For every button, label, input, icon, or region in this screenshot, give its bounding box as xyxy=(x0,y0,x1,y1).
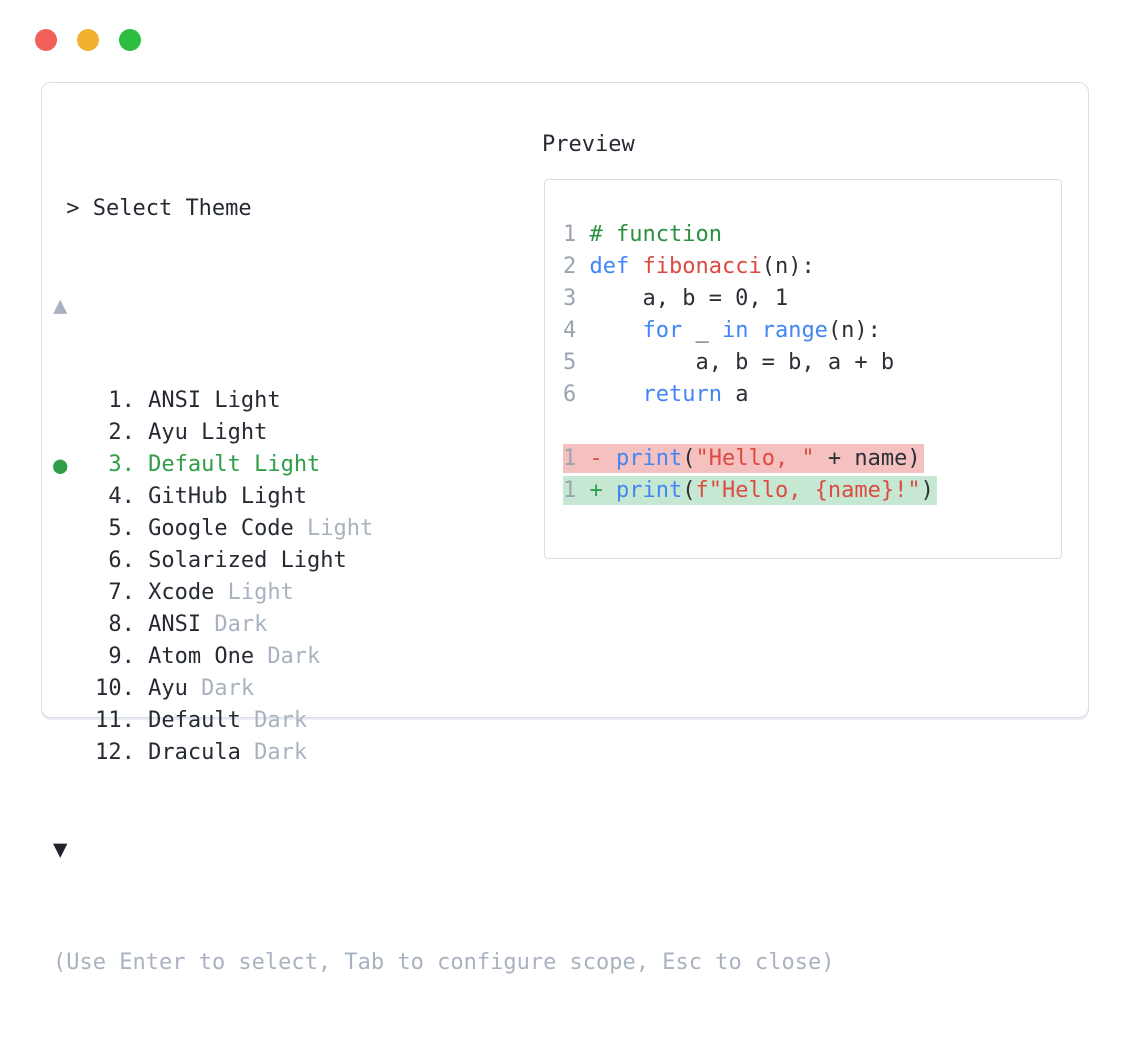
item-number: 1. xyxy=(108,388,135,413)
code-line: 3 a, b = 0, 1 xyxy=(563,285,789,311)
preview-title: Preview xyxy=(542,132,635,157)
line-number: 6 xyxy=(563,381,577,407)
minimize-button[interactable] xyxy=(77,29,99,51)
line-number: 2 xyxy=(563,253,577,279)
item-number: 11. xyxy=(95,708,135,733)
scroll-up-icon[interactable]: ▲ xyxy=(53,291,68,319)
code-line: 6 return a xyxy=(563,381,749,407)
item-number: 8. xyxy=(108,612,135,637)
item-number: 2. xyxy=(108,420,135,445)
window-controls xyxy=(35,29,141,51)
line-number: 1 xyxy=(563,477,577,503)
line-number: 4 xyxy=(563,317,577,343)
item-variant: Dark xyxy=(267,644,321,669)
select-theme-prompt: > Select Theme xyxy=(66,196,252,221)
code-line xyxy=(563,410,1061,442)
item-name: ANSI xyxy=(134,612,215,637)
scroll-down-icon[interactable]: ▼ xyxy=(53,835,68,863)
item-variant: Dark xyxy=(214,612,268,637)
item-name: ANSI xyxy=(134,388,215,413)
item-name: Ayu xyxy=(134,420,202,445)
theme-item[interactable]: 2. Ayu Light xyxy=(53,417,541,449)
selected-dot-icon xyxy=(53,737,82,769)
item-variant: Dark xyxy=(254,740,308,765)
item-variant: Light xyxy=(227,580,294,605)
item-number: 12. xyxy=(95,740,135,765)
theme-item[interactable]: 1. ANSI Light xyxy=(53,385,541,417)
item-name: Solarized xyxy=(134,548,281,573)
selected-dot-icon xyxy=(53,705,82,737)
item-number: 6. xyxy=(108,548,135,573)
item-name: Google Code xyxy=(134,516,308,541)
selected-dot-icon xyxy=(53,673,82,705)
theme-list: 1. ANSI Light 2. Ayu Light●3. Default Li… xyxy=(53,385,541,769)
code-line: 1# function xyxy=(563,221,722,247)
item-variant: Light xyxy=(240,484,308,509)
theme-item[interactable]: 6. Solarized Light xyxy=(53,545,541,577)
selected-dot-icon xyxy=(53,513,82,545)
line-number: 3 xyxy=(563,285,577,311)
line-number: 5 xyxy=(563,349,577,375)
selected-dot-icon xyxy=(53,609,82,641)
theme-item[interactable]: 9. Atom One Dark xyxy=(53,641,541,673)
item-number: 7. xyxy=(108,580,135,605)
selected-dot-icon xyxy=(53,481,82,513)
item-variant: Light xyxy=(280,548,347,573)
item-variant: Light xyxy=(201,420,268,445)
zoom-button[interactable] xyxy=(119,29,141,51)
theme-item[interactable]: 8. ANSI Dark xyxy=(53,609,541,641)
item-name: Atom One xyxy=(134,644,268,669)
item-number: 9. xyxy=(108,644,135,669)
selected-dot-icon xyxy=(53,385,82,417)
item-name: Xcode xyxy=(134,580,228,605)
code-line: 4 for _ in range(n): xyxy=(563,317,881,343)
item-variant: Dark xyxy=(254,708,308,733)
removed-line: 1- print("Hello, " + name) xyxy=(563,442,1061,474)
item-variant: Dark xyxy=(201,676,255,701)
item-variant: Light xyxy=(307,516,374,541)
item-number: 5. xyxy=(108,516,135,541)
theme-item[interactable]: 4. GitHub Light xyxy=(53,481,541,513)
item-name: Dracula xyxy=(134,740,255,765)
theme-item[interactable]: 12. Dracula Dark xyxy=(53,737,541,769)
theme-item[interactable]: 5. Google Code Light xyxy=(53,513,541,545)
item-name: GitHub xyxy=(134,484,241,509)
selected-dot-icon: ● xyxy=(53,451,68,479)
item-name: Ayu xyxy=(134,676,202,701)
item-number: 4. xyxy=(108,484,135,509)
theme-item[interactable]: ● 3. Default Light xyxy=(53,449,541,481)
theme-item[interactable]: 10. Ayu Dark xyxy=(53,673,541,705)
item-variant: Light xyxy=(214,388,281,413)
item-variant: Light xyxy=(254,452,321,477)
close-button[interactable] xyxy=(35,29,57,51)
help-text: (Use Enter to select, Tab to configure s… xyxy=(53,950,835,975)
theme-picker: > Select Theme ▲ 1. ANSI Light 2. Ayu Li… xyxy=(53,129,835,1043)
selected-dot-icon xyxy=(53,641,82,673)
line-number: 1 xyxy=(563,221,577,247)
selected-dot-icon xyxy=(53,577,82,609)
item-number: 3. xyxy=(108,452,135,477)
theme-picker-panel: > Select Theme ▲ 1. ANSI Light 2. Ayu Li… xyxy=(41,82,1089,975)
theme-item[interactable]: 11. Default Dark xyxy=(53,705,541,737)
code-line: 5 a, b = b, a + b xyxy=(563,349,895,375)
added-line: 1+ print(f"Hello, {name}!") xyxy=(563,474,1061,506)
item-number: 10. xyxy=(95,676,135,701)
selected-dot-icon xyxy=(53,417,82,449)
item-name: Default xyxy=(134,708,255,733)
line-number: 1 xyxy=(563,445,577,471)
item-name: Default xyxy=(134,452,255,477)
theme-item[interactable]: 7. Xcode Light xyxy=(53,577,541,609)
selected-dot-icon xyxy=(53,545,82,577)
